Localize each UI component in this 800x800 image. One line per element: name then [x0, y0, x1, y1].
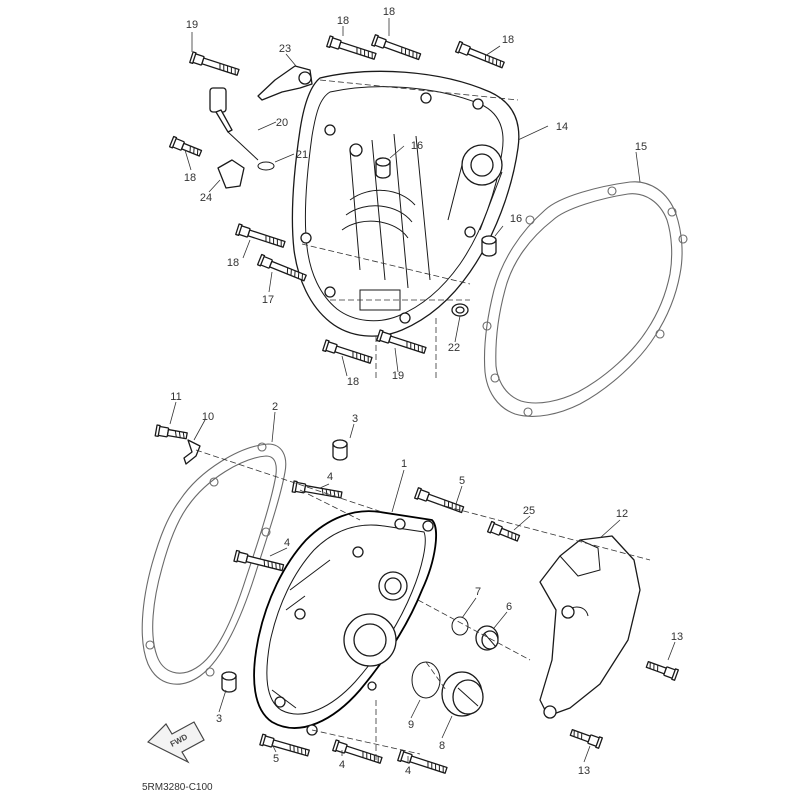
callout-19-top: 19 [186, 19, 198, 31]
callout-23: 23 [279, 43, 291, 55]
callout-18-top-b: 18 [383, 6, 395, 18]
callout-4-bottom-b: 4 [405, 765, 411, 777]
callout-4-bottom-a: 4 [339, 759, 345, 771]
callout-12: 12 [616, 508, 628, 520]
callout-2: 2 [272, 401, 278, 413]
callout-3-top: 3 [352, 413, 358, 425]
callout-5-top: 5 [459, 475, 465, 487]
leaders-upper [184, 18, 641, 380]
callout-18-top-a: 18 [337, 15, 349, 27]
bolt-4-left [233, 549, 285, 574]
plug-24 [217, 159, 245, 189]
callout-20: 20 [276, 117, 288, 129]
crankcase-cover-14 [291, 70, 520, 337]
callout-17: 17 [262, 294, 274, 306]
bolt-18-top-b [371, 34, 423, 63]
callout-18-mid: 18 [227, 257, 239, 269]
callout-18-left: 18 [184, 172, 196, 184]
dowel-pin-3-top [332, 439, 348, 461]
bolt-18-top-c [454, 40, 506, 71]
gasket-15 [483, 181, 683, 417]
dowel-pin-16-a [375, 157, 391, 179]
gasket-2 [141, 443, 287, 685]
dowel-pin-3-bottom [221, 671, 237, 693]
callout-13-bottom: 13 [578, 765, 590, 777]
gasket-15-holes [482, 186, 688, 417]
callout-5-bottom: 5 [273, 753, 279, 765]
callout-19-bottom: 19 [392, 370, 404, 382]
bolt-13-right [644, 658, 679, 681]
callout-18-top-c: 18 [502, 34, 514, 46]
clamp-10 [183, 439, 201, 465]
callout-9: 9 [408, 719, 414, 731]
oil-level-gauge-20 [209, 87, 259, 161]
callout-13-right: 13 [671, 631, 683, 643]
callout-15: 15 [635, 141, 647, 153]
bolt-11 [154, 424, 189, 442]
oil-seal-22 [451, 303, 469, 317]
dowel-pin-16-b [481, 235, 497, 257]
callout-11: 11 [170, 391, 181, 403]
bolt-13-bottom [568, 726, 603, 749]
bolt-19-bottom [376, 329, 428, 357]
callout-4-left: 4 [284, 537, 290, 549]
callout-16-b: 16 [510, 213, 522, 225]
o-ring-21 [257, 161, 275, 171]
callout-1: 1 [401, 458, 407, 470]
plug-8 [441, 671, 484, 717]
drawing-code: 5RM3280-C100 [142, 782, 213, 793]
callout-24: 24 [200, 192, 212, 204]
callout-21: 21 [296, 149, 308, 161]
callout-3-bottom: 3 [216, 713, 222, 725]
callout-22: 22 [448, 342, 460, 354]
fwd-arrow-icon: FWD [146, 721, 205, 764]
callout-14: 14 [556, 121, 568, 133]
bolt-5-bottom [259, 733, 311, 759]
callout-4-top: 4 [327, 471, 333, 483]
callout-25: 25 [523, 505, 535, 517]
crankcase-cover-1 [253, 510, 437, 736]
leaders-lower [169, 401, 676, 763]
callout-10: 10 [202, 411, 214, 423]
bolt-19-top [189, 51, 241, 79]
bolt-18-top-a [326, 35, 378, 63]
clamp-23 [257, 65, 313, 101]
bolt-18-left [168, 135, 204, 159]
o-ring-9 [411, 661, 441, 699]
callout-16-a: 16 [411, 140, 423, 152]
bolt-18-mid [235, 223, 287, 251]
callout-18-bottom: 18 [347, 376, 359, 388]
callout-7: 7 [475, 586, 481, 598]
bolt-18-bottom [322, 339, 374, 367]
plug-6 [475, 625, 499, 651]
o-ring-7 [451, 616, 469, 636]
callout-8: 8 [439, 740, 445, 752]
callout-labels: 19 18 18 18 23 14 15 20 16 21 18 24 16 1… [170, 6, 683, 777]
cover-12 [539, 535, 641, 719]
callout-6: 6 [506, 601, 512, 613]
